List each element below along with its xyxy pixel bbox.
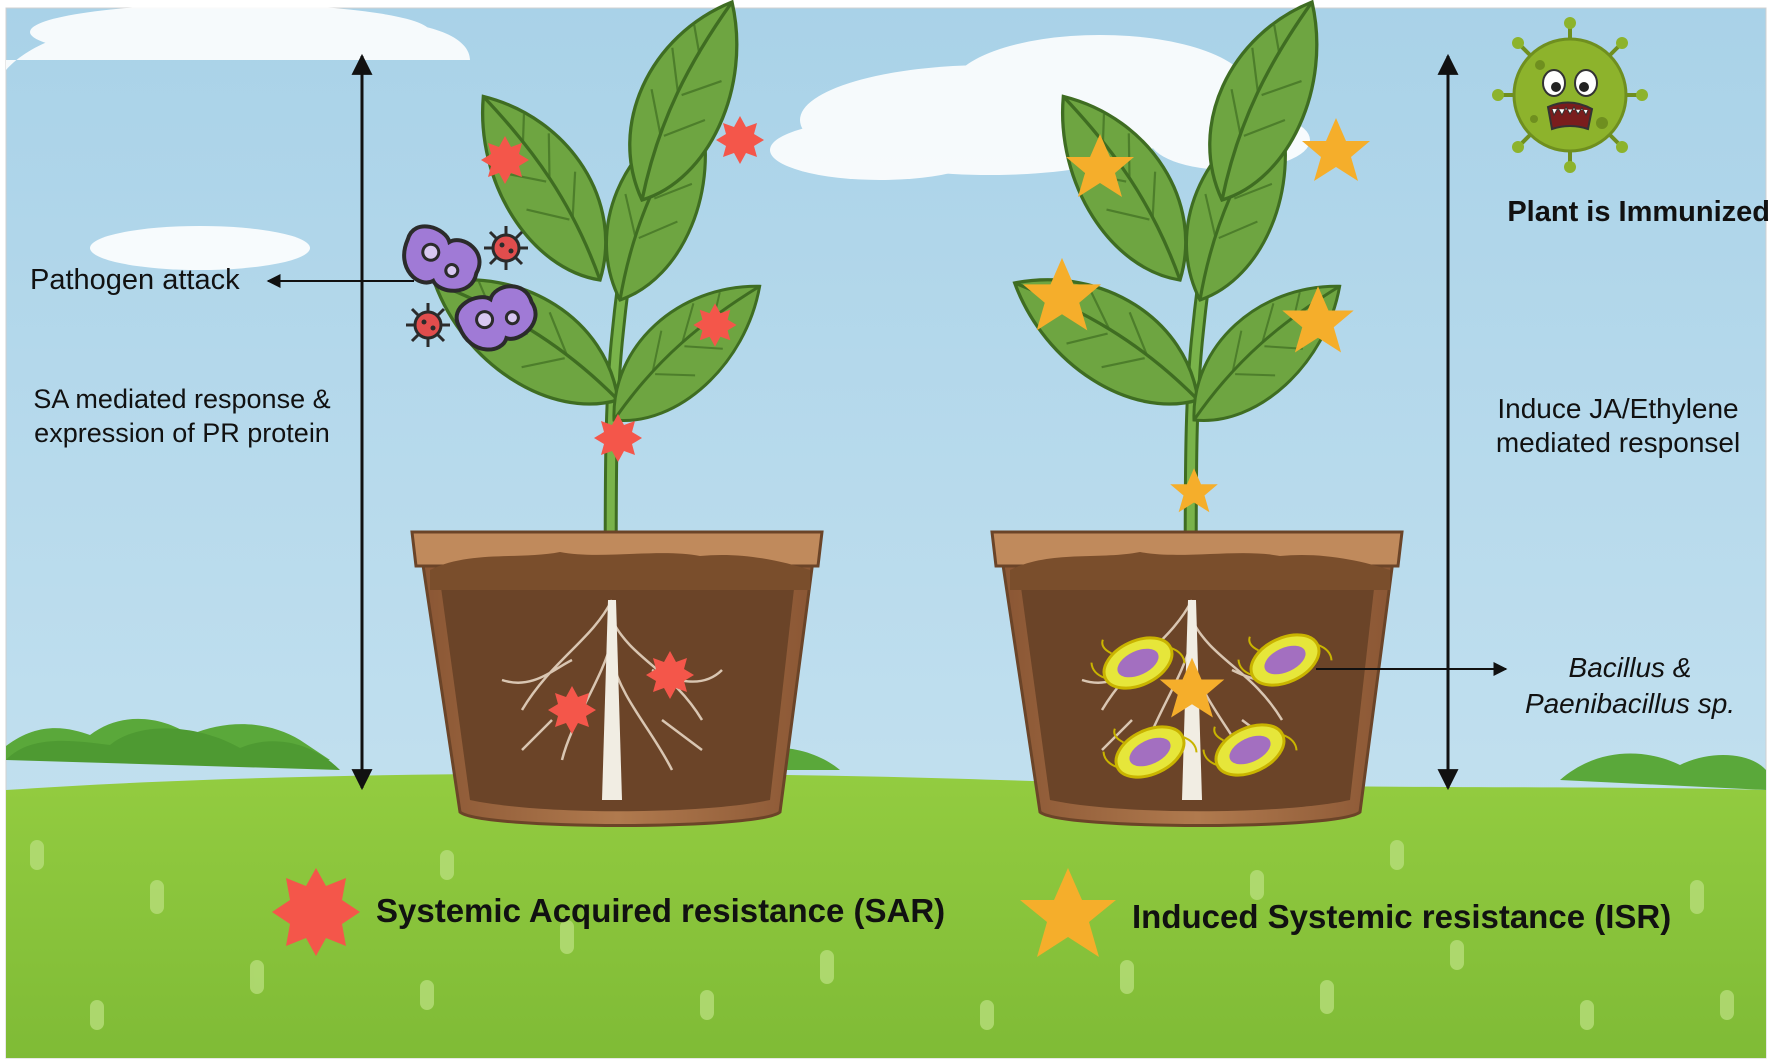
plant-immunized-label: Plant is Immunized <box>1507 196 1770 228</box>
sar-legend-label: Systemic Acquired resistance (SAR) <box>376 892 946 929</box>
bacillus-label: Bacillus & Paenibacillus sp. <box>1524 652 1736 719</box>
sar-legend-icon <box>272 868 360 956</box>
isr-legend-icon <box>1020 868 1116 957</box>
pathogen-attack-label: Pathogen attack <box>30 264 240 296</box>
ja-response-label: Induce JA/Ethylene mediated responsel <box>1495 393 1741 458</box>
sa-response-label: SA mediated response & expression of PR … <box>33 384 331 448</box>
left-pot <box>410 530 824 827</box>
virus-mascot-icon <box>1492 17 1648 173</box>
isr-legend-label: Induced Systemic resistance (ISR) <box>1132 898 1672 935</box>
